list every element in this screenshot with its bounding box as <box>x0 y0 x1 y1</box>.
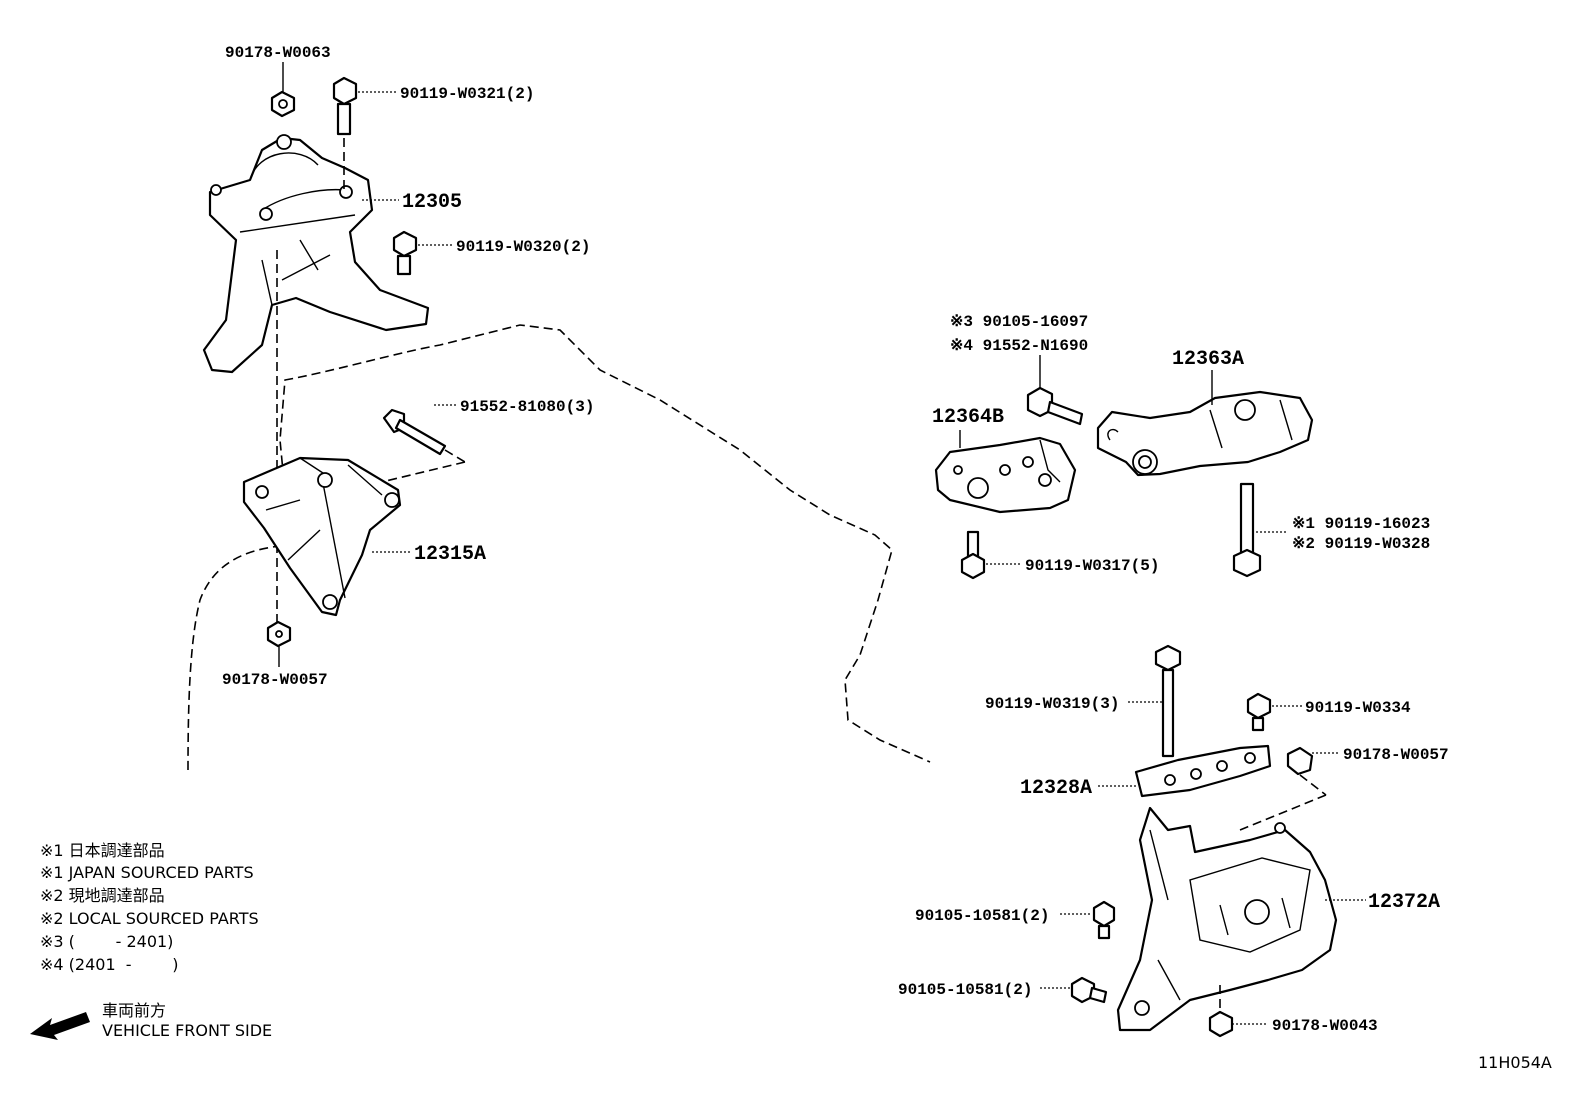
bolt-90119-W0334[interactable] <box>1246 692 1272 732</box>
label-12364B: 12364B <box>932 406 1004 429</box>
bolt-90119-W0321[interactable] <box>332 76 358 136</box>
label-90178-W0063: 90178-W0063 <box>225 44 331 62</box>
diagram-code: 11H054A <box>1478 1053 1552 1072</box>
note-3: ※3 ( - 2401) <box>40 932 173 951</box>
part-12328A-plate[interactable] <box>1134 744 1272 798</box>
label-90178-W0057-left: 90178-W0057 <box>222 671 328 689</box>
vehicle-front-label-en: VEHICLE FRONT SIDE <box>102 1021 272 1040</box>
vehicle-front-label-jp: 車両前方 <box>102 1001 166 1020</box>
label-90119-W0319: 90119-W0319(3) <box>985 695 1119 713</box>
label-90178-W0057-right: 90178-W0057 <box>1343 746 1449 764</box>
nut-90178-W0057-right[interactable] <box>1286 746 1314 776</box>
arrow-left-icon <box>30 1012 90 1040</box>
bolt-91552-81080[interactable] <box>382 408 447 456</box>
bolt-90119-W0317[interactable] <box>960 530 986 580</box>
nut-90178-W0057-left[interactable] <box>266 620 292 648</box>
label-90178-W0043: 90178-W0043 <box>1272 1017 1378 1035</box>
label-90119-W0320: 90119-W0320(2) <box>456 238 590 256</box>
label-90119-W0317: 90119-W0317(5) <box>1025 557 1159 575</box>
bolt-90119-16023[interactable] <box>1232 482 1262 578</box>
bolt-90105-10581-lower[interactable] <box>1070 976 1108 1004</box>
label-91552-81080: 91552-81080(3) <box>460 398 594 416</box>
note-1-jp: ※1 日本調達部品 <box>40 841 165 860</box>
bolt-90119-W0320[interactable] <box>392 230 418 276</box>
part-12315A-bracket[interactable] <box>242 456 402 617</box>
part-12364B-mount[interactable] <box>934 436 1077 514</box>
nut-90178-W0043[interactable] <box>1208 1010 1234 1038</box>
label-12315A: 12315A <box>414 543 486 566</box>
bolt-90119-W0319[interactable] <box>1154 644 1182 758</box>
bolt-90105-10581-upper[interactable] <box>1092 900 1116 940</box>
note-2-jp: ※2 現地調達部品 <box>40 886 165 905</box>
part-12363A-rod[interactable] <box>1096 390 1314 477</box>
label-12372A: 12372A <box>1368 891 1440 914</box>
bolt-90105-16097[interactable] <box>1026 386 1084 426</box>
label-90119-W0321: 90119-W0321(2) <box>400 85 534 103</box>
part-12305-bracket[interactable] <box>202 134 430 374</box>
note-1-en: ※1 JAPAN SOURCED PARTS <box>40 863 254 882</box>
nut-90178-W0063[interactable] <box>270 90 296 118</box>
label-90105-16097: ※3 90105-16097 <box>950 313 1088 331</box>
note-4: ※4 (2401 - ) <box>40 955 179 974</box>
note-2-en: ※2 LOCAL SOURCED PARTS <box>40 909 259 928</box>
label-90105-10581-upper: 90105-10581(2) <box>915 907 1049 925</box>
label-90119-W0328: ※2 90119-W0328 <box>1292 535 1430 553</box>
part-12372A-mount[interactable] <box>1116 806 1338 1032</box>
label-12328A: 12328A <box>1020 777 1092 800</box>
label-12305: 12305 <box>402 191 462 214</box>
label-90105-10581-lower: 90105-10581(2) <box>898 981 1032 999</box>
label-91552-N1690: ※4 91552-N1690 <box>950 337 1088 355</box>
engine-outline <box>187 324 931 771</box>
label-90119-W0334: 90119-W0334 <box>1305 699 1411 717</box>
label-90119-16023: ※1 90119-16023 <box>1292 515 1430 533</box>
label-12363A: 12363A <box>1172 348 1244 371</box>
